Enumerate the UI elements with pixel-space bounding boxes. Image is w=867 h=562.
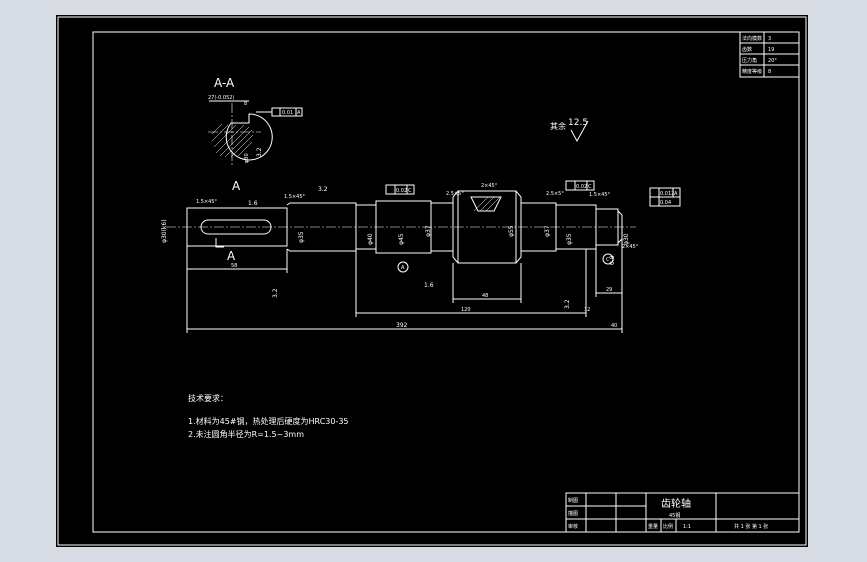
roughness-mark-3: 3.2 [318,186,328,193]
tb-scale: 1:1 [683,524,691,530]
svg-text:0.012: 0.012 [660,191,674,197]
dim-l5: 12 [584,307,590,313]
param-key-1: 法向模数 [742,35,762,42]
section-shaft-dia: φ30 [244,153,250,163]
gear-parameter-table: 法向模数 3 齿数 19 压力角 20° 精度等级 8 [739,31,800,78]
title-block: 制图 描图 审核 齿轮轴 45钢 重量 比例 1:1 共 1 张 第 1 张 [565,492,800,533]
gear-tooth-section [452,190,522,264]
roughness-mark-5: 3.2 [564,299,571,309]
param-key-3: 压力角 [742,57,757,64]
tb-material: 45钢 [669,512,680,519]
tolerance-frame-3: 0.012 A 0.04 [649,187,681,207]
tb-part-name: 齿轮轴 [661,497,691,510]
param-val-1: 3 [768,36,771,42]
dia-label-9: φ30 [623,233,630,245]
keyway [200,219,272,235]
dia-label-1: φ30(k6) [161,219,168,243]
inner-frame [92,31,800,533]
datum-c-circle [602,253,614,265]
section-width-dim: 27(-0.052) [208,95,234,101]
drawing-canvas: 法向模数 3 齿数 19 压力角 20° 精度等级 8 A-A 27(-0.05… [57,16,807,546]
dim-l4: 29 [606,287,612,293]
roughness-mark-1: 3.2 [272,288,279,298]
dim-l1: 58 [231,263,237,269]
other-roughness-value: 12.5 [568,118,588,128]
roughness-mark-6: 0.8 [609,255,616,265]
outer-frame [57,16,807,546]
roughness-mark-4: 1.6 [424,282,434,289]
param-val-4: 8 [768,69,771,75]
chamfer-5: 2.5×5° [546,191,564,197]
datum-a-label: A [401,265,405,271]
datum-a-circle [397,261,409,273]
tb-row-1: 制图 [568,497,578,504]
other-roughness-label: 其余 [550,121,566,131]
tolerance-frame-1: 0.02 C [385,184,415,195]
dim-l2: 120 [461,307,471,313]
shaft-main-view [166,190,636,264]
dia-label-4: φ45 [398,233,405,245]
dim-total: 392 [396,322,408,329]
tb-scale-label: 比例 [663,523,673,530]
view-marker-letter-2: A [227,249,236,263]
svg-text:A: A [674,191,678,197]
dia-label-2: φ35 [298,231,305,243]
tb-sheet: 共 1 张 第 1 张 [734,523,768,530]
svg-text:0.02: 0.02 [396,188,407,194]
roughness-symbol-icon [570,120,589,143]
dia-label-8: φ35 [566,233,573,245]
chamfer-6: 1.5×45° [589,192,611,198]
chamfer-3: 2×45° [481,183,498,189]
chamfer-2: 1.5×45° [284,194,306,200]
section-sym-datum: A [297,110,301,116]
tb-row-3: 审核 [568,523,578,530]
notes-heading: 技术要求： [188,393,228,403]
param-val-2: 19 [768,47,774,53]
chamfer-1: 1.5×45° [196,199,218,205]
section-cut-marker [215,238,224,248]
dimension-lines [186,239,623,333]
tb-weight-label: 重量 [648,523,658,530]
section-depth-dim: 8 [244,101,247,107]
svg-text:0.02: 0.02 [576,184,587,190]
dia-label-3: φ40 [367,233,374,245]
notes-line-1: 1.材料为45#钢，热处理后硬度为HRC30-35 [188,416,349,426]
param-key-2: 齿数 [742,46,752,53]
chamfer-4: 2.5×5° [446,191,464,197]
section-view-a-a: A-A 27(-0.052) 8 0.01 A φ30 3.2 [208,76,303,165]
dia-label-7: φ37 [544,225,551,237]
view-marker-letter: A [232,179,241,193]
dim-l3: 48 [482,293,488,299]
tolerance-frame-2: 0.02 C [565,180,595,191]
drawing-sheet: 法向模数 3 齿数 19 压力角 20° 精度等级 8 A-A 27(-0.05… [56,15,808,547]
section-title: A-A [214,76,235,90]
dia-label-6: φ55 [508,225,515,237]
dia-label-5: φ37 [425,225,432,237]
svg-text:C: C [408,188,412,194]
param-val-3: 20° [768,58,777,64]
svg-text:C: C [588,184,592,190]
svg-text:0.04: 0.04 [660,200,671,206]
dim-l6: 40 [611,323,617,329]
section-roughness: 3.2 [256,147,263,157]
param-key-4: 精度等级 [742,68,762,75]
datum-c-label: C [606,257,610,263]
tb-row-2: 描图 [568,510,578,517]
chamfer-7: 2×45° [622,244,639,250]
roughness-mark-2: 1.6 [248,200,258,207]
section-sym-tol: 0.01 [282,110,293,116]
notes-line-2: 2.未注圆角半径为R=1.5~3mm [188,429,304,439]
